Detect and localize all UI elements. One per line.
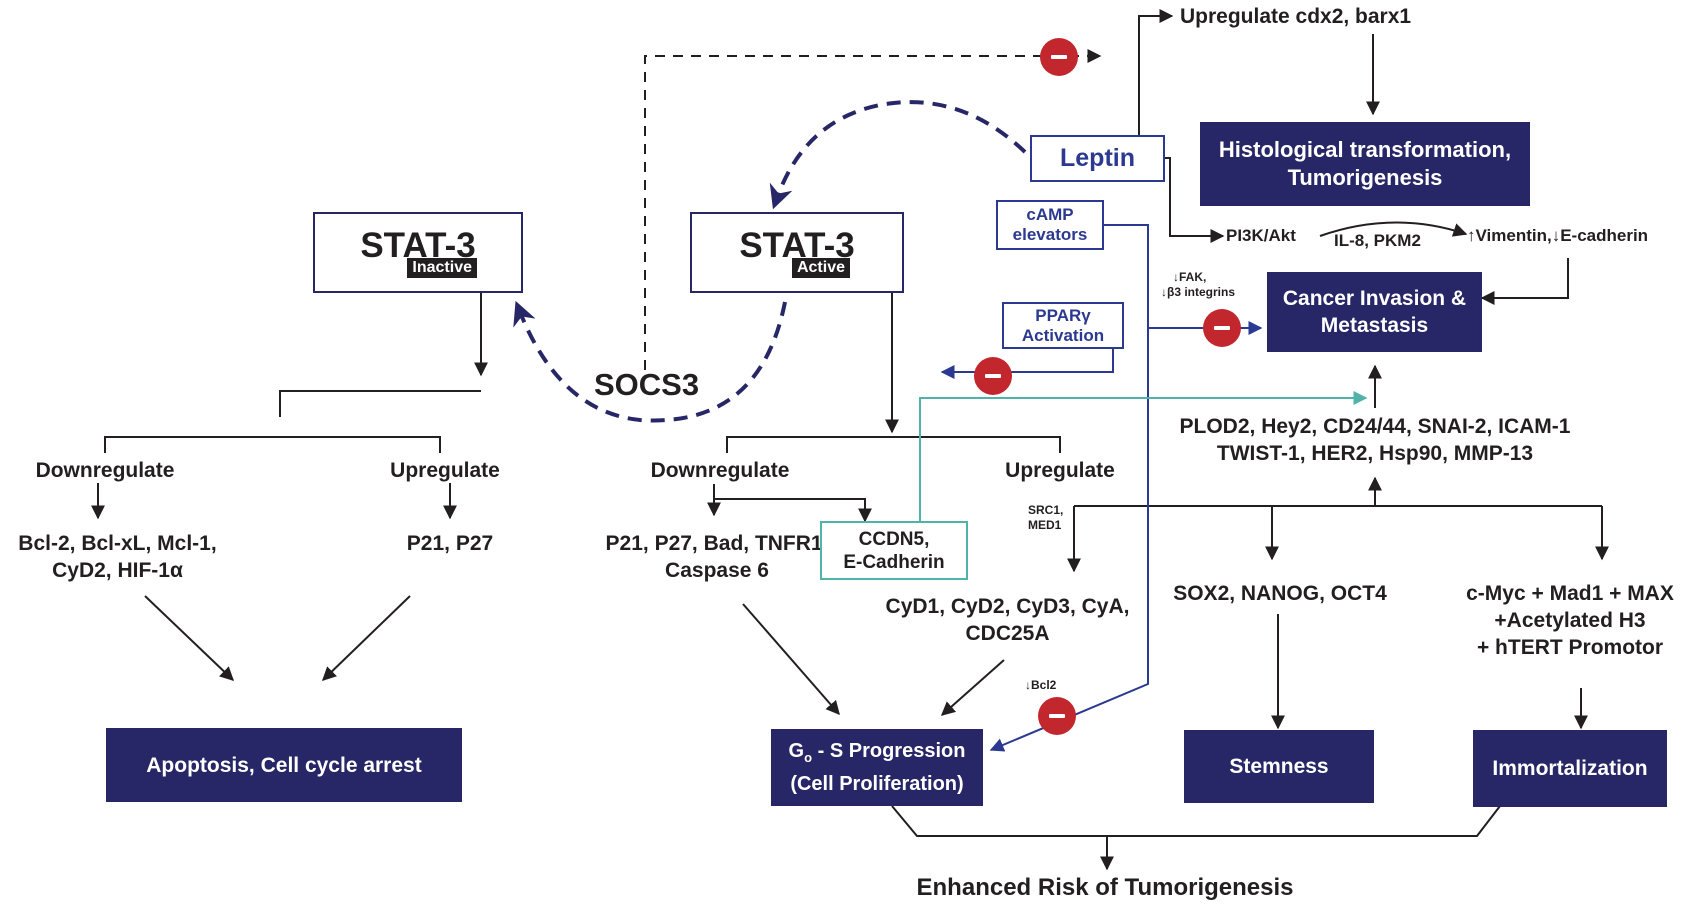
g0s-line1: Go - S Progression: [789, 738, 966, 771]
cyclins-line2: CDC25A: [965, 622, 1050, 645]
myc-complex: c-Myc + Mad1 + MAX +Acetylated H3 + hTER…: [1450, 580, 1690, 661]
left-upregulate: Upregulate: [390, 459, 500, 482]
fak-line2: ↓β3 integrins: [1161, 285, 1236, 299]
edge-left-split: [104, 436, 441, 453]
camp-box: cAMP elevators: [996, 200, 1104, 250]
g0s-g: G: [788, 740, 805, 762]
myc-line1: c-Myc + Mad1 + MAX: [1466, 582, 1674, 605]
ccdn5-line1: CCDN5,: [858, 528, 930, 550]
minus-icon: [985, 374, 1001, 378]
inhibit-icon-socs3-cdx2: [1040, 38, 1078, 76]
plod2-line2: TWIST-1, HER2, Hsp90, MMP-13: [1216, 442, 1534, 465]
g0s-line2: (Cell Proliferation): [790, 773, 964, 795]
il8-label: IL-8, PKM2: [1334, 231, 1421, 250]
left-up-targets: P21, P27: [406, 532, 494, 555]
stem-genes: SOX2, NANOG, OCT4: [1173, 582, 1387, 605]
plod2-list: PLOD2, Hey2, CD24/44, SNAI-2, ICAM-1 TWI…: [1150, 413, 1600, 467]
camp-line2: elevators: [1012, 225, 1088, 244]
cancer-invasion-line2: Metastasis: [1320, 314, 1429, 337]
fak-label: ↓FAK, ↓β3 integrins: [1161, 270, 1235, 300]
edge-pi3k-vimentin: [1319, 221, 1468, 237]
edge-outcomes-merge: [891, 805, 1501, 837]
pi3k-label: PI3K/Akt: [1226, 226, 1296, 245]
cancer-invasion-box: Cancer Invasion & Metastasis: [1267, 272, 1482, 352]
edge-leptin-pi3k: [1165, 157, 1225, 243]
apoptosis-box: Apoptosis, Cell cycle arrest: [106, 728, 462, 802]
src1-line1: SRC1,: [1028, 503, 1064, 517]
arc-leptin-to-active: [769, 100, 1027, 210]
stemness-box: Stemness: [1184, 730, 1374, 803]
right-down-targets: P21, P27, Bad, TNFR1, Caspase 6: [592, 530, 842, 584]
myc-line2: +Acetylated H3: [1494, 609, 1646, 632]
myc-line3: + hTERT Promotor: [1476, 636, 1664, 659]
minus-icon: [1051, 55, 1067, 59]
cyclins-line1: CyD1, CyD2, CyD3, CyA,: [885, 595, 1130, 618]
arc-socs3-to-inactive: [513, 300, 787, 423]
ppar-line1: PPARγ: [1035, 305, 1091, 325]
edge-left-bracket: [279, 390, 481, 417]
left-down-targets-line2: CyD2, HIF-1α: [52, 559, 183, 582]
stat3-inactive-badge: Inactive: [407, 258, 477, 278]
left-downregulate: Downregulate: [35, 459, 175, 482]
inhibit-icon-invasion: [1203, 309, 1241, 347]
edge-ccdn5-cancer: [919, 391, 1368, 521]
cyclins: CyD1, CyD2, CyD3, CyA, CDC25A: [880, 593, 1135, 647]
right-down-targets-line2: Caspase 6: [665, 559, 769, 582]
stat3-active-box: STAT-3 Active: [690, 212, 904, 293]
stat3-inactive-box: STAT-3 Inactive: [313, 212, 523, 293]
src1-line2: MED1: [1028, 518, 1062, 532]
upregulate-cdx2: Upregulate cdx2, barx1: [1180, 5, 1412, 28]
plod2-line1: PLOD2, Hey2, CD24/44, SNAI-2, ICAM-1: [1179, 415, 1571, 438]
fak-line1: ↓FAK,: [1173, 270, 1207, 284]
edge-leptin-cdx2: [1138, 9, 1174, 135]
edge-left-to-apoptosis-b: [321, 595, 411, 681]
histological-box: Histological transformation, Tumorigenes…: [1200, 122, 1530, 206]
histological-line1: Histological transformation,: [1218, 137, 1512, 162]
edge-vimentin-cancer: [1480, 258, 1569, 305]
histological-line2: Tumorigenesis: [1287, 165, 1443, 190]
inhibit-icon-bcl2: [1038, 697, 1076, 735]
edge-right-ccdn5: [714, 498, 872, 523]
right-upregulate: Upregulate: [1005, 459, 1115, 482]
immortalization-box: Immortalization: [1473, 730, 1667, 807]
socs3-label: SOCS3: [594, 367, 700, 402]
ccdn5-line2: E-Cadherin: [843, 551, 945, 573]
immortalization-label: Immortalization: [1492, 757, 1648, 780]
camp-line1: cAMP: [1026, 205, 1074, 224]
cancer-invasion-line1: Cancer Invasion &: [1282, 287, 1467, 310]
apoptosis-label: Apoptosis, Cell cycle arrest: [146, 753, 422, 777]
minus-icon: [1214, 326, 1230, 330]
right-downregulate: Downregulate: [650, 459, 790, 482]
src1-med1: SRC1, MED1: [1028, 503, 1063, 533]
g0s-sub: o: [804, 750, 813, 765]
stat3-active-badge: Active: [791, 258, 850, 278]
g0s-box: Go - S Progression (Cell Proliferation): [771, 729, 983, 806]
inhibit-icon-ppar: [974, 357, 1012, 395]
edge-cyclins-g0s: [940, 659, 1005, 716]
final-outcome: Enhanced Risk of Tumorigenesis: [916, 874, 1294, 901]
right-down-targets-line1: P21, P27, Bad, TNFR1,: [605, 532, 829, 555]
leptin-label: Leptin: [1060, 144, 1135, 172]
edge-left-to-apoptosis-a: [144, 595, 235, 681]
vimentin-label: ↑Vimentin,↓E-cadherin: [1467, 226, 1649, 245]
left-down-targets-line1: Bcl-2, Bcl-xL, Mcl-1,: [18, 532, 217, 555]
left-down-targets: Bcl-2, Bcl-xL, Mcl-1, CyD2, HIF-1α: [0, 530, 235, 584]
ppar-box: PPARγ Activation: [1002, 302, 1124, 349]
minus-icon: [1049, 714, 1065, 718]
edge-right-split: [726, 436, 1061, 453]
bcl2-label: ↓Bcl2: [1025, 678, 1057, 692]
edge-down-targets-g0s: [742, 603, 840, 716]
ppar-line2: Activation: [1021, 325, 1105, 345]
leptin-box: Leptin: [1030, 135, 1165, 182]
stemness-label: Stemness: [1229, 755, 1329, 778]
edge-socs3-dashed: [644, 49, 1102, 370]
ccdn5-box: CCDN5, E-Cadherin: [820, 521, 968, 580]
g0s-rest: - S Progression: [812, 740, 966, 762]
